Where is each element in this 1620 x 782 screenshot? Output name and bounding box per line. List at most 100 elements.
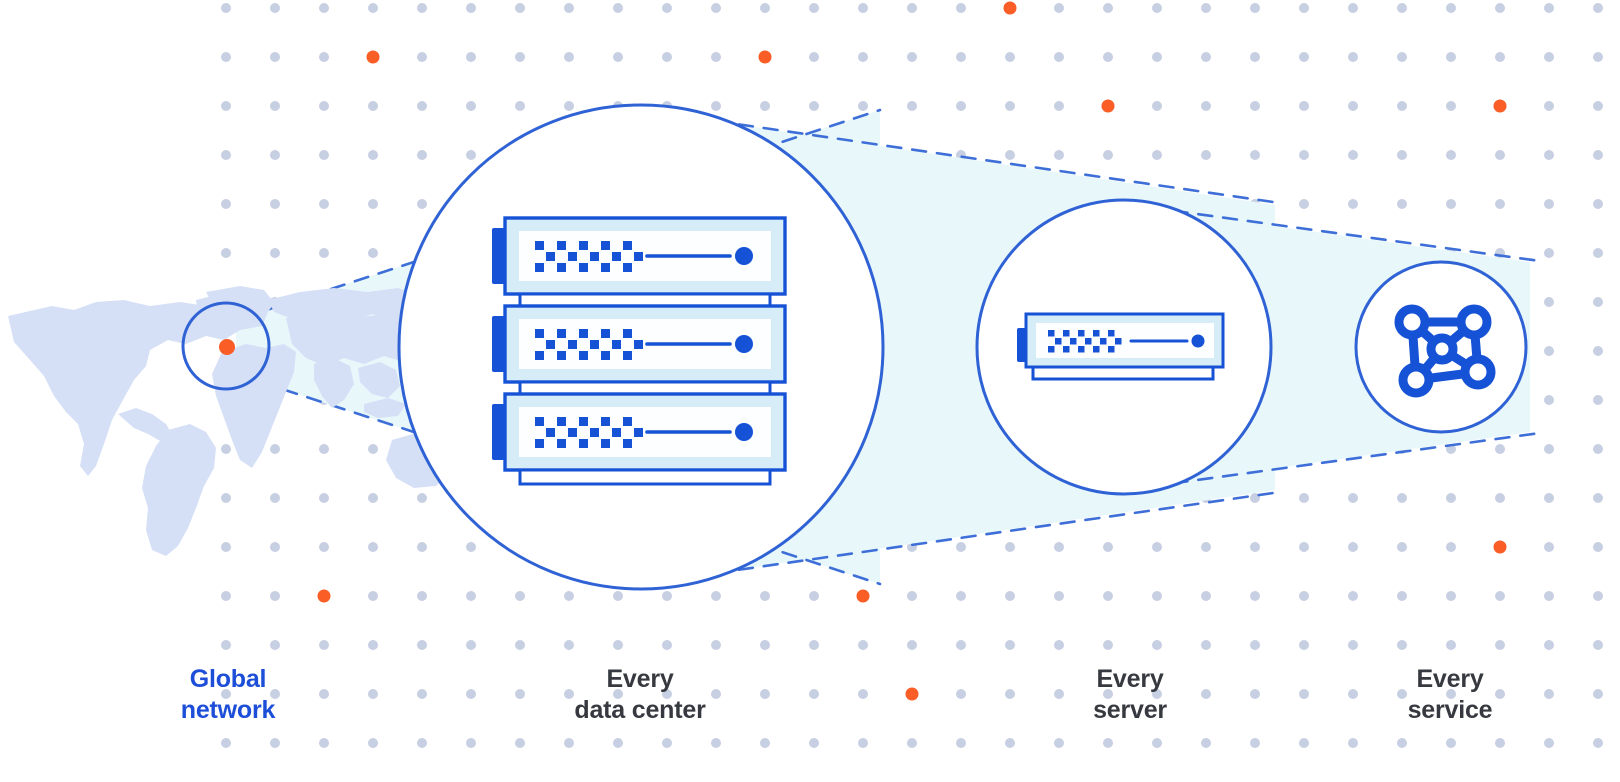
grid-dot: [417, 52, 427, 62]
grid-dot: [564, 3, 574, 13]
grid-dot: [564, 591, 574, 601]
grid-dot: [1544, 395, 1554, 405]
grid-dot: [221, 52, 231, 62]
grid-dot: [1446, 640, 1456, 650]
grid-dot: [1495, 52, 1505, 62]
grid-dot: [760, 101, 770, 111]
grid-dot: [1495, 150, 1505, 160]
grid-dot: [858, 3, 868, 13]
grid-dot: [1593, 346, 1603, 356]
grid-dot: [1593, 3, 1603, 13]
grid-dot: [1299, 101, 1309, 111]
grid-dot: [858, 52, 868, 62]
grid-dot: [1005, 542, 1015, 552]
grid-dot: [1054, 101, 1064, 111]
grid-dot: [1348, 199, 1358, 209]
grid-dot: [319, 689, 329, 699]
grid-dot: [613, 3, 623, 13]
grid-dot: [1593, 542, 1603, 552]
grid-dot: [907, 738, 917, 748]
grid-dot: [270, 640, 280, 650]
server-base-shelf: [1031, 365, 1215, 381]
grid-dot: [956, 3, 966, 13]
grid-dot: [956, 101, 966, 111]
grid-dot: [662, 3, 672, 13]
grid-dot: [1005, 150, 1015, 160]
grid-dot: [1544, 52, 1554, 62]
grid-dot-highlight: [856, 589, 870, 603]
grid-dot: [1397, 591, 1407, 601]
grid-dot: [270, 493, 280, 503]
grid-dot: [1397, 542, 1407, 552]
grid-dot: [1299, 738, 1309, 748]
grid-dot: [1054, 640, 1064, 650]
grid-dot: [319, 150, 329, 160]
grid-dot: [1152, 591, 1162, 601]
grid-dot: [1250, 101, 1260, 111]
grid-dot: [270, 738, 280, 748]
grid-dot: [662, 591, 672, 601]
grid-dot-highlight: [366, 50, 380, 64]
grid-dot: [319, 640, 329, 650]
dashed-line-server-top: [1122, 202, 1542, 263]
grid-dot: [907, 591, 917, 601]
grid-dot: [1201, 640, 1211, 650]
grid-dot: [907, 640, 917, 650]
grid-dot: [319, 199, 329, 209]
grid-dot: [564, 640, 574, 650]
grid-dot: [1446, 3, 1456, 13]
grid-dot-highlight: [1493, 540, 1507, 554]
global-network-highlight-circle: [181, 301, 271, 391]
grid-dot: [613, 591, 623, 601]
grid-dot: [417, 493, 427, 503]
grid-dot: [1593, 248, 1603, 258]
grid-dot: [1103, 591, 1113, 601]
grid-dot: [1495, 493, 1505, 503]
grid-dot: [564, 738, 574, 748]
grid-dot: [1152, 640, 1162, 650]
grid-dot: [466, 738, 476, 748]
grid-dot: [1299, 542, 1309, 552]
grid-dot: [319, 52, 329, 62]
grid-dot: [1201, 738, 1211, 748]
grid-dot: [270, 591, 280, 601]
grid-dot: [564, 52, 574, 62]
grid-dot: [221, 3, 231, 13]
grid-dot: [270, 101, 280, 111]
grid-dot: [1397, 738, 1407, 748]
grid-dot: [221, 738, 231, 748]
grid-dot: [1446, 52, 1456, 62]
grid-dot: [564, 689, 574, 699]
grid-dot: [1397, 689, 1407, 699]
grid-dot: [417, 199, 427, 209]
grid-dot-highlight: [1101, 99, 1115, 113]
grid-dot: [956, 689, 966, 699]
grid-dot: [858, 101, 868, 111]
grid-dot: [221, 150, 231, 160]
grid-dot: [270, 150, 280, 160]
server-unit: [492, 392, 787, 472]
grid-dot: [1397, 52, 1407, 62]
grid-dot: [1495, 738, 1505, 748]
grid-dot: [1250, 689, 1260, 699]
caption-every-service: Every service: [1407, 665, 1493, 724]
grid-dot: [1544, 444, 1554, 454]
grid-dot: [319, 738, 329, 748]
grid-dot: [809, 689, 819, 699]
grid-dot: [319, 493, 329, 503]
grid-dot: [417, 542, 427, 552]
grid-dot: [1593, 591, 1603, 601]
grid-dot: [1005, 689, 1015, 699]
grid-dot: [515, 591, 525, 601]
grid-dot: [1544, 297, 1554, 307]
grid-dot: [466, 150, 476, 160]
grid-dot: [1495, 591, 1505, 601]
grid-dot: [1299, 150, 1309, 160]
grid-dot: [417, 689, 427, 699]
grid-dot: [221, 444, 231, 454]
grid-dot: [760, 689, 770, 699]
grid-dot: [1299, 640, 1309, 650]
grid-dot: [466, 101, 476, 111]
grid-dot: [1201, 3, 1211, 13]
